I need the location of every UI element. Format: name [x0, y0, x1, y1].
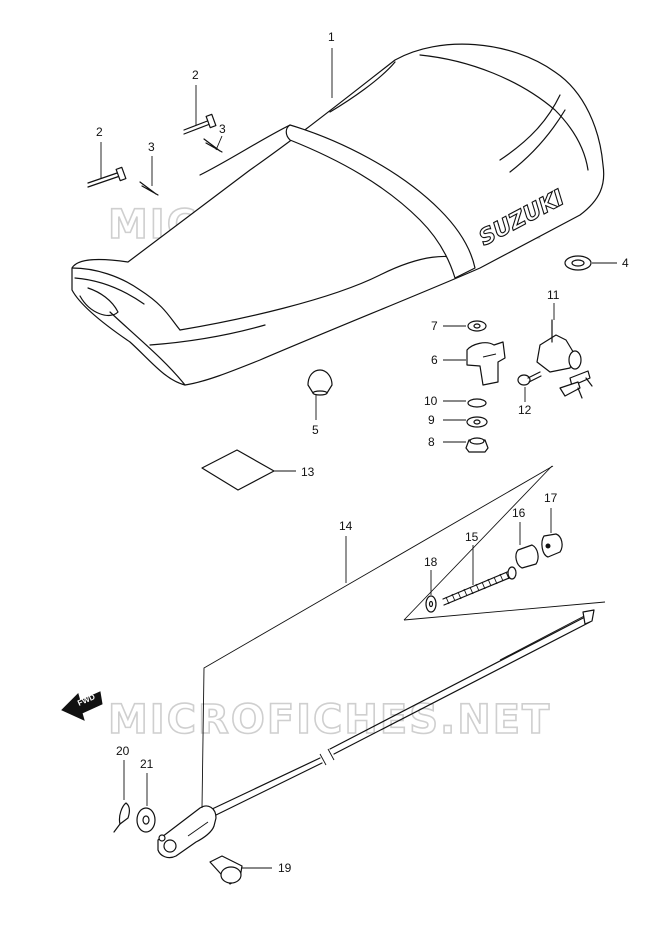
callout-4: 4 — [622, 256, 629, 270]
end-cap-17 — [541, 533, 563, 558]
kit-outline — [201, 465, 606, 809]
cushion — [307, 369, 333, 396]
pin-lower — [87, 166, 127, 188]
bracket-6 — [466, 341, 506, 386]
clevis-pin-19 — [209, 855, 243, 885]
washer-7 — [467, 320, 487, 332]
washer-10 — [467, 398, 487, 408]
callout-numbers: 1 2 3 2 3 4 11 7 6 10 12 9 8 5 13 17 16 … — [96, 30, 629, 875]
callout-20: 20 — [116, 744, 130, 758]
callout-19: 19 — [278, 861, 292, 875]
pin-upper — [183, 113, 217, 135]
seat-assembly: SUZUKI — [71, 43, 605, 386]
callout-21: 21 — [140, 757, 154, 771]
seat-lock-cable — [157, 609, 595, 859]
callout-13: 13 — [301, 465, 315, 479]
callout-11: 11 — [547, 288, 560, 302]
callout-8: 8 — [428, 435, 435, 449]
callout-14: 14 — [339, 519, 353, 533]
leader-lines — [100, 48, 617, 869]
callout-2-lower: 2 — [96, 125, 103, 139]
callout-16: 16 — [512, 506, 526, 520]
seat-lock — [536, 319, 593, 399]
clip-lower — [139, 181, 159, 196]
callout-6: 6 — [431, 353, 438, 367]
washer-18 — [425, 595, 437, 613]
fwd-direction-arrow: FWD — [61, 691, 103, 721]
callout-7: 7 — [431, 319, 438, 333]
cotter-pin-20 — [113, 802, 130, 833]
callout-3-upper: 3 — [219, 122, 226, 136]
washer-9 — [466, 416, 488, 428]
callout-18: 18 — [424, 555, 438, 569]
washer-21 — [136, 807, 156, 833]
label-sticker — [201, 449, 275, 491]
clip-upper — [203, 138, 223, 153]
callout-17: 17 — [544, 491, 558, 505]
grommet — [564, 255, 592, 271]
screw-12 — [517, 371, 542, 386]
callout-1: 1 — [328, 30, 335, 44]
watermark-bottom: MICROFICHES.NET — [108, 697, 551, 743]
spring-15 — [442, 566, 517, 606]
callout-15: 15 — [465, 530, 479, 544]
callout-2-upper: 2 — [192, 68, 199, 82]
callout-5: 5 — [312, 423, 319, 437]
nut-8 — [465, 437, 489, 453]
callout-9: 9 — [428, 413, 435, 427]
callout-12: 12 — [518, 403, 532, 417]
callout-3-lower: 3 — [148, 140, 155, 154]
sleeve-16 — [515, 544, 539, 569]
callout-10: 10 — [424, 394, 438, 408]
